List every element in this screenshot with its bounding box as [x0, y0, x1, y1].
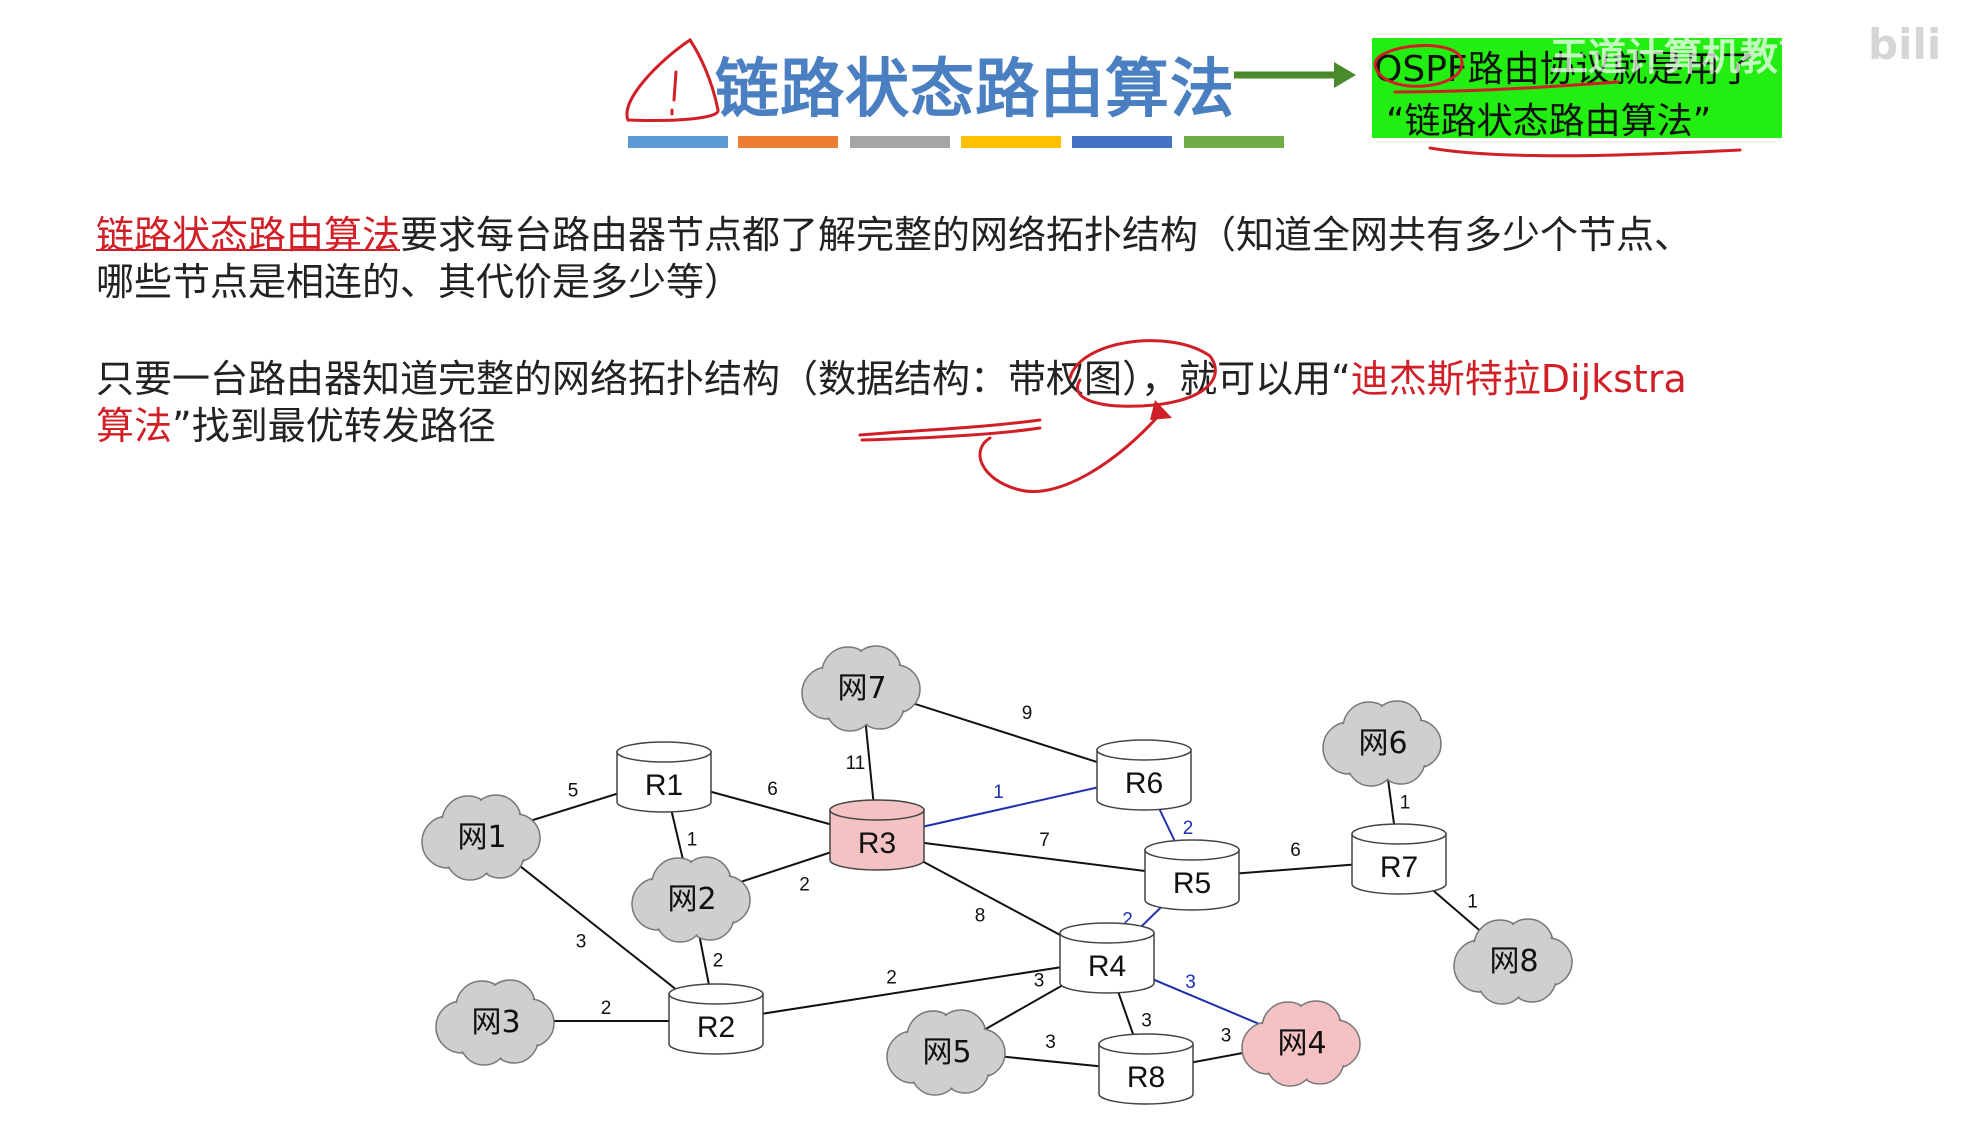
edge-weight-网2-R3: 2: [799, 875, 810, 896]
edge-weight-R2-R4: 2: [886, 968, 897, 989]
router-node-R6: R6: [1096, 739, 1192, 811]
color-bar-darkblue: [1072, 136, 1172, 148]
network-node-网4: 网4: [1241, 1000, 1361, 1087]
network-label: 网7: [837, 671, 886, 706]
network-node-网1: 网1: [421, 794, 541, 881]
color-bar-blue: [628, 136, 728, 148]
network-label: 网8: [1489, 944, 1538, 979]
network-label: 网3: [471, 1005, 520, 1040]
para1-rest: 要求每台路由器节点都了解完整的网络拓扑结构（知道全网共有多少个节点、: [400, 213, 1693, 257]
network-node-网6: 网6: [1322, 700, 1442, 787]
para2-part1: 只要一台路由器知道完整的: [96, 357, 553, 401]
router-label: R6: [1125, 767, 1163, 800]
network-node-网8: 网8: [1453, 918, 1573, 1005]
para2-part8: ”找到最优转发路径: [172, 404, 496, 448]
network-label: 网2: [667, 882, 716, 917]
edge-weight-R8-网4: 3: [1221, 1026, 1232, 1047]
edge-weight-R6-R5: 2: [1183, 818, 1194, 839]
paragraph-definition: 链路状态路由算法要求每台路由器节点都了解完整的网络拓扑结构（知道全网共有多少个节…: [96, 212, 1926, 306]
para2-algorithm: 算法: [96, 404, 173, 448]
router-node-R8: R8: [1098, 1033, 1194, 1105]
edge-weight-R1-R3: 6: [767, 779, 778, 800]
edge-weight-R7-网8: 1: [1467, 892, 1478, 913]
edge-weight-R1-网2: 1: [687, 830, 698, 851]
router-label: R5: [1173, 867, 1211, 900]
edge-weight-网3-R2: 2: [601, 998, 612, 1019]
page-title: 链路状态路由算法: [715, 53, 1235, 127]
network-node-网2: 网2: [631, 856, 751, 943]
network-label: 网4: [1277, 1026, 1326, 1061]
router-label: R8: [1127, 1061, 1165, 1094]
router-label: R2: [697, 1011, 735, 1044]
color-bar-gray: [850, 136, 950, 148]
edge-weight-网1-R2: 3: [576, 932, 587, 953]
edge-weight-网1-R1: 5: [568, 781, 579, 802]
network-label: 网6: [1358, 726, 1407, 761]
annotation-arrow: [1150, 400, 1172, 420]
edge-R2-R4: [715, 959, 1108, 1022]
para2-part5: ），就可以用“: [1122, 357, 1351, 401]
para1-line2: 哪些节点是相连的、其代价是多少等）: [96, 260, 743, 304]
arrow-to-ospf: [1234, 62, 1356, 88]
router-node-R1: R1: [616, 741, 712, 813]
router-node-R7: R7: [1351, 823, 1447, 895]
watermark: 王道计算机教育: [1550, 35, 1817, 79]
network-label: 网5: [922, 1035, 971, 1070]
router-node-R4: R4: [1059, 922, 1155, 994]
router-node-R3: R3: [829, 799, 925, 871]
router-node-R5: R5: [1144, 839, 1240, 911]
network-node-网5: 网5: [886, 1009, 1006, 1096]
network-label: 网1: [457, 820, 506, 855]
router-label: R7: [1380, 851, 1418, 884]
color-bar-orange: [738, 136, 838, 148]
ospf-note-line2: “链路状态路由算法”: [1386, 101, 1712, 142]
edge-weight-网7-R6: 9: [1022, 703, 1033, 724]
router-node-R2: R2: [668, 983, 764, 1055]
edge-weight-R4-R8: 3: [1141, 1011, 1152, 1032]
edge-weight-R5-R4: 2: [1122, 910, 1133, 931]
para2-part3: （数据结构：: [780, 357, 1009, 401]
edge-weight-R3-R4: 8: [975, 906, 986, 927]
term-link-state: 链路状态路由算法: [96, 213, 401, 257]
para2-weighted-graph: 带权图: [1008, 357, 1123, 401]
edge-weight-R5-R7: 6: [1290, 840, 1301, 861]
network-node-网3: 网3: [435, 979, 555, 1066]
router-label: R4: [1088, 950, 1126, 983]
edge-weight-R3-R6: 1: [993, 782, 1004, 803]
para2-topology: 网络拓扑结构: [552, 357, 781, 401]
edge-weight-R3-R5: 7: [1039, 830, 1050, 851]
color-bar-yellow: [961, 136, 1061, 148]
edge-weight-网7-R3: 11: [846, 753, 866, 774]
network-node-网7: 网7: [801, 645, 921, 732]
bilibili-logo: bili: [1868, 20, 1942, 69]
edge-weight-网2-R2: 2: [713, 951, 724, 972]
edge-R3-R5: [876, 836, 1193, 878]
edge-weight-网6-R7: 1: [1400, 793, 1411, 814]
para2-dijkstra: 迪杰斯特拉Dijkstra: [1350, 357, 1687, 401]
handwritten-annotations: [625, 37, 1742, 493]
color-bar-green: [1184, 136, 1284, 148]
edge-weight-R4-网5: 3: [1034, 971, 1045, 992]
paragraph-dijkstra: 只要一台路由器知道完整的网络拓扑结构（数据结构：带权图），就可以用“迪杰斯特拉D…: [96, 356, 1926, 450]
edge-weight-R4-网4: 3: [1185, 972, 1196, 993]
router-label: R3: [858, 827, 896, 860]
router-label: R1: [645, 769, 683, 802]
edge-weight-网5-R8: 3: [1045, 1032, 1056, 1053]
ospf-note-box: [1372, 38, 1782, 138]
